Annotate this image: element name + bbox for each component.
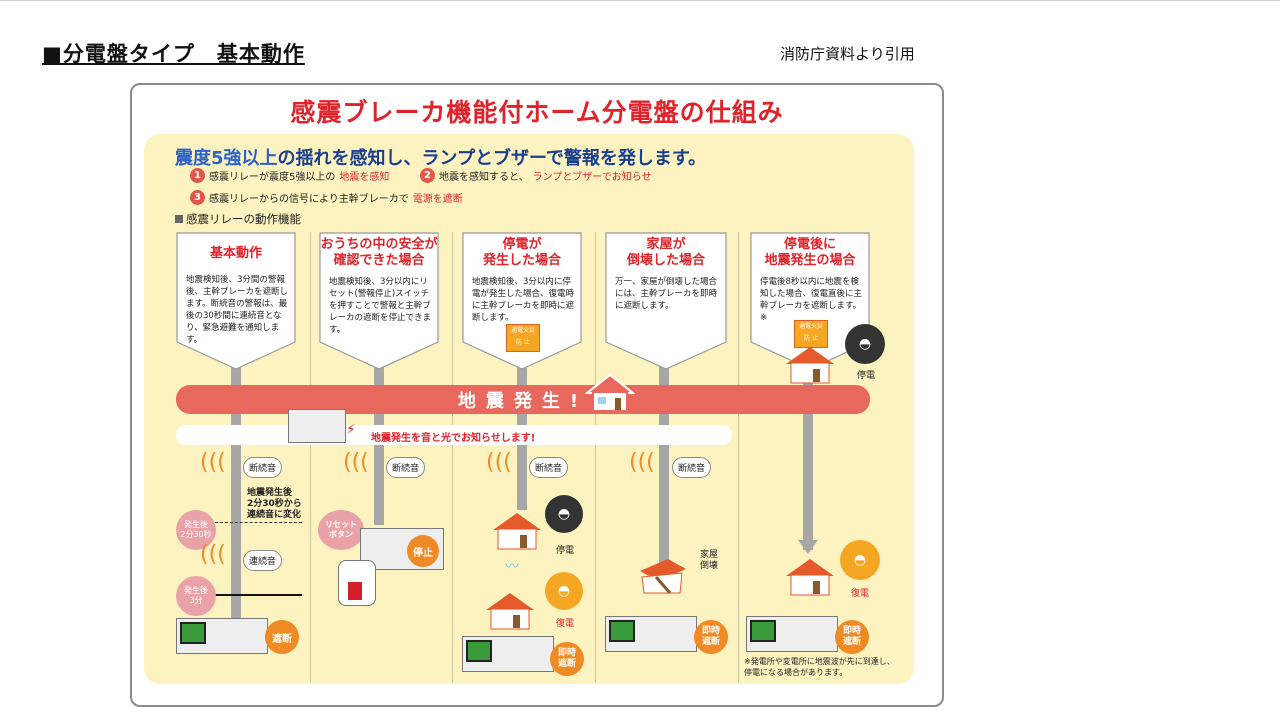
callout-title: 停電が発生した場合 (482, 237, 561, 268)
callout-body: 地震検知後、3分間の警報後、主幹ブレーカを遮断します。断続音の警報は、最後の30… (186, 275, 289, 345)
continuous-bubble: 連続音 (243, 550, 283, 571)
callout-collapse: 家屋が倒壊した場合 万一、家屋が倒壊した場合には、主幹ブレーカを即時に遮断します… (605, 232, 727, 370)
monitor-icon (466, 640, 492, 662)
callout-outage: 停電が発生した場合 地震検知後、3分以内に停電が発生した場合、復電時に主幹ブレー… (462, 232, 582, 370)
sub-heading-text: 感震リレーの動作機能 (186, 212, 301, 226)
intermittent-bubble: 断続音 (672, 457, 712, 478)
source-note: 消防庁資料より引用 (780, 45, 915, 63)
slide-title: ■分電盤タイプ 基本動作 (42, 42, 305, 66)
callout-body: 地震検知後、3分以内にリセット(警報停止)スイッチを押すことで警報と主幹ブレーカ… (329, 277, 432, 335)
timeline-line-2 (374, 365, 384, 525)
step-red-text: 電源を遮断 (412, 194, 463, 205)
intermittent-bubble: 断続音 (243, 457, 283, 478)
house-icon (785, 346, 835, 388)
step-2: 2 地震を感知すると、ランプとブザーでお知らせ (420, 168, 652, 183)
fire-prevention-icon: 通電火災防 止 (794, 320, 828, 348)
instant-cutoff-badge: 即時 遮断 (835, 620, 869, 654)
square-bullet-icon (175, 215, 183, 223)
footnote: ※発電所や変電所に地震波が先に到達し、 停電になる場合があります。 (744, 657, 895, 677)
power-out-label: 停電 (556, 546, 575, 556)
sound-wave-icon: ((( (343, 450, 369, 475)
column-divider (310, 232, 311, 682)
step-text: 地震を感知すると、 (439, 172, 529, 183)
diagram-title: 感震ブレーカ機能付ホーム分電盤の仕組み (290, 98, 784, 127)
monitor-icon (750, 620, 776, 642)
stop-badge: 停止 (407, 535, 439, 567)
callout-title: 家屋が倒壊した場合 (626, 237, 705, 268)
arrow-down-icon (798, 540, 818, 554)
intermittent-bubble: 断続音 (529, 457, 569, 478)
callout-title: 基本動作 (209, 246, 262, 261)
lamp-on-icon: ◓ (545, 572, 583, 610)
step-number: 3 (190, 190, 205, 205)
collapse-label: 家屋 倒壊 (700, 550, 719, 571)
sub-heading: 感震リレーの動作機能 (175, 211, 301, 227)
lightning-icon: ⚡ (346, 422, 356, 438)
sound-wave-icon: ((( (200, 450, 226, 475)
lamp-off-icon: ◓ (545, 495, 583, 533)
collapsed-house-icon (636, 555, 688, 599)
shaking-house-icon (584, 373, 636, 413)
callout-body: 万一、家屋が倒壊した場合には、主幹ブレーカを即時に遮断します。 (615, 277, 718, 311)
step-text: 感震リレーが震度5強以上の (209, 172, 336, 183)
column-divider (738, 232, 739, 682)
callout-body: 停電後8秒以内に地震を検知した場合、復電直後に主幹ブレーカを遮断します。※ (760, 277, 863, 323)
earthquake-band-text: 地震発生! (457, 391, 589, 412)
step-red-text: ランプとブザーでお知らせ (532, 172, 652, 183)
time-badge-230: 発生後 2分30秒 (176, 510, 216, 550)
change-note: 地震発生後 2分30秒から 連続音に変化 (247, 488, 302, 520)
reset-switch-icon (348, 582, 362, 600)
power-restore-label: 復電 (851, 589, 870, 599)
house-icon (492, 512, 542, 554)
fire-prevention-icon: 通電火災防 止 (506, 324, 540, 352)
lamp-off-icon: ◓ (845, 324, 885, 364)
top-divider (0, 0, 1280, 1)
callout-basic: 基本動作 地震検知後、3分間の警報後、主幹ブレーカを遮断します。断続音の警報は、… (176, 232, 296, 370)
instant-cutoff-badge: 即時 遮断 (550, 642, 584, 676)
house-icon (485, 592, 535, 634)
power-out-label: 停電 (857, 371, 876, 381)
person-right-icon: ≀ (638, 384, 643, 399)
wave-arrow-icon: 〰 (505, 559, 519, 575)
timeline-line-5 (803, 365, 813, 550)
monitor-icon (609, 620, 635, 642)
timeline-line-4 (659, 365, 669, 565)
intermittent-bubble: 断続音 (386, 457, 426, 478)
callout-title: 停電後に地震発生の場合 (764, 237, 856, 268)
dashed-line (210, 522, 302, 523)
step-3: 3 感震リレーからの信号により主幹ブレーカで電源を遮断 (190, 190, 463, 205)
timeline-line-1 (231, 365, 241, 627)
power-restore-label: 復電 (556, 619, 575, 629)
person-left-icon: ≀ (578, 384, 583, 399)
notify-text: 地震発生を音と光でお知らせします! (371, 433, 536, 444)
headline: 震度5強以上の揺れを感知し、ランプとブザーで警報を発します。 (175, 144, 706, 170)
sound-wave-icon: ((( (200, 542, 226, 567)
cutoff-badge: 遮断 (265, 620, 299, 654)
panel-box-icon (288, 409, 346, 443)
callout-title: おうちの中の安全が確認できた場合 (320, 237, 438, 268)
instant-cutoff-badge: 即時 遮断 (694, 620, 728, 654)
step-1: 1 感震リレーが震度5強以上の地震を感知 (190, 168, 389, 183)
headline-rest: の揺れを感知し、ランプとブザーで警報を発します。 (277, 148, 707, 169)
reset-button-badge[interactable]: リセット ボタン (318, 510, 364, 550)
sound-wave-icon: ((( (629, 450, 655, 475)
step-red-text: 地震を感知 (339, 172, 390, 183)
column-divider (595, 232, 596, 682)
headline-highlight: 震度5強以上 (175, 148, 278, 169)
step-number: 1 (190, 168, 205, 183)
callout-after-outage: 停電後に地震発生の場合 停電後8秒以内に地震を検知した場合、復電直後に主幹ブレー… (750, 232, 870, 370)
lamp-on-icon: ◓ (840, 540, 880, 580)
column-divider (452, 232, 453, 682)
monitor-icon (180, 622, 206, 644)
callout-body: 地震検知後、3分以内に停電が発生した場合、復電時に主幹ブレーカを即時に遮断します… (472, 277, 575, 323)
sound-wave-icon: ((( (486, 450, 512, 475)
solid-line (210, 594, 302, 596)
house-icon (785, 558, 835, 600)
callout-safe: おうちの中の安全が確認できた場合 地震検知後、3分以内にリセット(警報停止)スイ… (319, 232, 439, 370)
time-badge-3: 発生後 3分 (176, 576, 216, 616)
step-number: 2 (420, 168, 435, 183)
step-text: 感震リレーからの信号により主幹ブレーカで (209, 194, 409, 205)
